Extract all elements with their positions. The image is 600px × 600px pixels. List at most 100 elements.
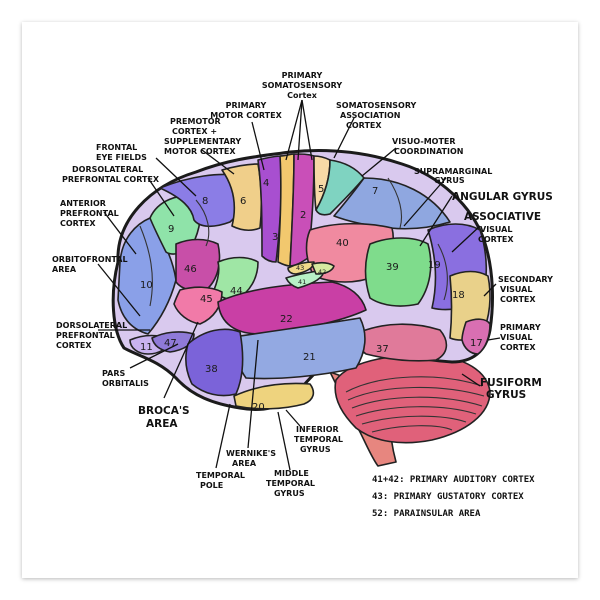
svg-text:AREA: AREA — [52, 265, 77, 274]
num-4: 4 — [263, 178, 269, 189]
num-22: 22 — [280, 314, 293, 325]
svg-text:CORTEX: CORTEX — [60, 219, 96, 228]
label-dorsolateral-bottom: DORSOLATERAL PREFRONTAL CORTEX — [56, 321, 127, 350]
num-37: 37 — [376, 344, 389, 355]
label-supramarginal: SUPRAMARGINAL GYRUS — [414, 167, 492, 185]
svg-text:INFERIOR: INFERIOR — [296, 425, 339, 434]
label-primary-motor: PRIMARY MOTOR CORTEX — [210, 101, 282, 120]
region-38 — [185, 328, 244, 397]
svg-text:ASSOCIATION: ASSOCIATION — [340, 111, 401, 120]
svg-text:DORSOLATERAL: DORSOLATERAL — [56, 321, 127, 330]
svg-text:FRONTAL: FRONTAL — [96, 143, 137, 152]
svg-text:AREA: AREA — [146, 418, 178, 430]
num-46: 46 — [184, 264, 197, 275]
num-11: 11 — [140, 342, 153, 353]
cerebellum — [334, 354, 491, 444]
region-43 — [287, 261, 315, 275]
label-orbitofrontal: ORBITOFRONTAL AREA — [52, 255, 128, 274]
num-39: 39 — [386, 262, 399, 273]
svg-text:CORTEX: CORTEX — [56, 341, 92, 350]
region-6 — [221, 163, 263, 231]
svg-text:TEMPORAL: TEMPORAL — [266, 479, 315, 488]
svg-text:PARS: PARS — [102, 369, 125, 378]
svg-text:GYRUS: GYRUS — [274, 489, 305, 498]
region-42 — [311, 261, 335, 275]
region-39 — [364, 237, 432, 307]
svg-text:SUPPLEMENTARY: SUPPLEMENTARY — [164, 137, 241, 146]
label-somatosensory-association: SOMATOSENSORY ASSOCIATION CORTEX — [336, 101, 417, 130]
svg-text:ORBITALIS: ORBITALIS — [102, 379, 149, 388]
label-associative-visual: ASSOCIATIVE VISUAL CORTEX — [464, 211, 541, 244]
svg-text:SUPRAMARGINAL: SUPRAMARGINAL — [414, 167, 492, 176]
num-5: 5 — [318, 184, 324, 195]
svg-text:PREFRONTAL: PREFRONTAL — [60, 209, 119, 218]
svg-text:PRIMARY: PRIMARY — [500, 323, 541, 332]
svg-text:AREA: AREA — [232, 459, 257, 468]
num-17: 17 — [470, 338, 483, 349]
svg-text:CORTEX: CORTEX — [500, 343, 536, 352]
svg-text:PRIMARY: PRIMARY — [282, 71, 323, 80]
svg-text:ORBITOFRONTAL: ORBITOFRONTAL — [52, 255, 128, 264]
label-secondary-visual: SECONDARY VISUAL CORTEX — [498, 275, 553, 304]
label-angular-gyrus: ANGULAR GYRUS — [452, 191, 553, 203]
num-42: 42 — [318, 268, 326, 276]
label-pars-orbitalis: PARS ORBITALIS — [102, 369, 149, 388]
num-43: 43 — [296, 264, 304, 272]
region-4 — [257, 155, 283, 263]
label-inferior-temporal: INFERIOR TEMPORAL GYRUS — [294, 425, 343, 454]
svg-text:PREMOTOR: PREMOTOR — [170, 117, 221, 126]
num-45: 45 — [200, 294, 213, 305]
label-premotor: PREMOTOR CORTEX + SUPPLEMENTARY MOTOR CO… — [164, 117, 241, 156]
svg-text:TEMPORAL: TEMPORAL — [196, 471, 245, 480]
svg-text:CORTEX: CORTEX — [500, 295, 536, 304]
num-20: 20 — [252, 402, 265, 413]
svg-text:PREFRONTAL CORTEX: PREFRONTAL CORTEX — [62, 175, 160, 184]
num-8: 8 — [202, 196, 208, 207]
num-9: 9 — [168, 224, 174, 235]
svg-text:SECONDARY: SECONDARY — [498, 275, 553, 284]
region-7 — [333, 177, 451, 230]
svg-text:DORSOLATERAL: DORSOLATERAL — [72, 165, 143, 174]
legend-line-3: 52: PARAINSULAR AREA — [372, 509, 481, 519]
region-17 — [461, 318, 491, 355]
svg-text:WERNIKE'S: WERNIKE'S — [226, 449, 276, 458]
num-19: 19 — [428, 260, 441, 271]
svg-text:COORDINATION: COORDINATION — [394, 147, 463, 156]
label-brocas: BROCA'S AREA — [138, 405, 190, 430]
svg-text:MOTOR CORTEX: MOTOR CORTEX — [210, 111, 282, 120]
label-middle-temporal: MIDDLE TEMPORAL GYRUS — [266, 469, 315, 498]
label-temporal-pole: TEMPORAL POLE — [196, 471, 245, 490]
num-44: 44 — [230, 286, 243, 297]
region-8 — [159, 173, 244, 228]
num-3: 3 — [272, 232, 278, 243]
svg-text:PRIMARY: PRIMARY — [226, 101, 267, 110]
svg-text:CORTEX +: CORTEX + — [172, 127, 217, 136]
leader-lines — [97, 99, 501, 471]
region-46 — [175, 238, 221, 292]
svg-text:MOTOR CORTEX: MOTOR CORTEX — [164, 147, 236, 156]
legend-line-1: 41+42: PRIMARY AUDITORY CORTEX — [372, 475, 535, 485]
num-47: 47 — [164, 338, 177, 349]
svg-text:Cortex: Cortex — [287, 91, 318, 100]
num-18: 18 — [452, 290, 465, 301]
svg-text:VISUO-MOTER: VISUO-MOTER — [392, 137, 456, 146]
area-legend: 41+42: PRIMARY AUDITORY CORTEX 43: PRIMA… — [372, 475, 535, 519]
svg-text:VISUAL: VISUAL — [500, 333, 532, 342]
svg-text:CORTEX: CORTEX — [478, 235, 514, 244]
legend-line-2: 43: PRIMARY GUSTATORY CORTEX — [372, 492, 524, 502]
svg-text:VISUAL: VISUAL — [480, 225, 512, 234]
label-primary-visual: PRIMARY VISUAL CORTEX — [500, 323, 541, 352]
svg-text:FUSIFORM: FUSIFORM — [480, 377, 542, 389]
region-41 — [285, 269, 325, 289]
svg-text:BROCA'S: BROCA'S — [138, 405, 190, 417]
svg-text:GYRUS: GYRUS — [486, 389, 526, 401]
region-22 — [217, 281, 367, 335]
label-fusiform: FUSIFORM GYRUS — [480, 377, 542, 401]
region-5 — [315, 159, 365, 216]
num-6: 6 — [240, 196, 246, 207]
svg-text:SOMATOSENSORY: SOMATOSENSORY — [262, 81, 343, 90]
label-visuo-motor: VISUO-MOTER COORDINATION — [392, 137, 463, 156]
svg-text:ANTERIOR: ANTERIOR — [60, 199, 106, 208]
label-frontal-eye-fields: FRONTAL EYE FIELDS — [96, 143, 147, 162]
